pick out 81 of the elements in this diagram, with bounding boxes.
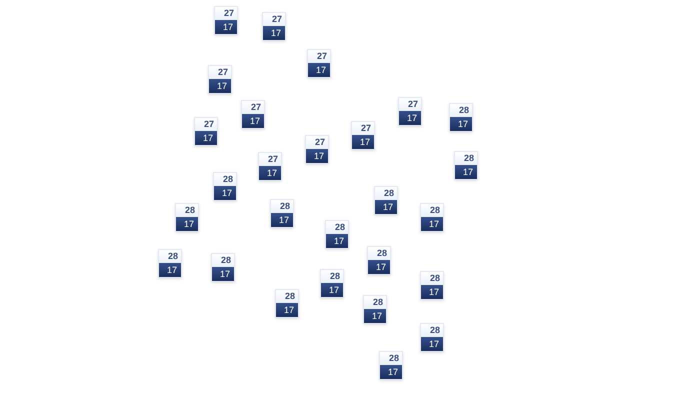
tile-number: 27: [399, 98, 421, 111]
tile-number: 28: [326, 221, 348, 234]
number-tile: [258, 152, 282, 181]
tile-number: 27: [308, 50, 330, 63]
number-tile: [420, 271, 444, 300]
tile-value: 17: [259, 166, 281, 180]
tile-value: 17: [380, 365, 402, 379]
tile-value: 17: [209, 79, 231, 93]
tile-number: 28: [450, 104, 472, 117]
tile-number: 28: [421, 324, 443, 337]
number-tile: [420, 203, 444, 232]
number-tile: [367, 246, 391, 275]
tile-value: 17: [321, 283, 343, 297]
tile-value: 17: [214, 186, 236, 200]
tile-number: 27: [242, 101, 264, 114]
tile-value: 17: [215, 20, 237, 34]
tile-number: 28: [364, 296, 386, 309]
tile-number: 27: [352, 122, 374, 135]
tile-value: 17: [326, 234, 348, 248]
tile-value: 17: [212, 267, 234, 281]
tile-value: 17: [368, 260, 390, 274]
tile-value: 17: [176, 217, 198, 231]
tile-number: 28: [421, 204, 443, 217]
number-tile: [262, 12, 286, 41]
tile-value: 17: [364, 309, 386, 323]
tile-number: 27: [195, 118, 217, 131]
tile-number: 28: [375, 187, 397, 200]
number-tile: [270, 199, 294, 228]
number-tile: [374, 186, 398, 215]
number-tile: [194, 117, 218, 146]
tile-number: 28: [212, 254, 234, 267]
tile-value: 17: [159, 263, 181, 277]
tile-number: 28: [214, 173, 236, 186]
tile-number: 28: [159, 250, 181, 263]
number-tile: [351, 121, 375, 150]
tile-value: 17: [399, 111, 421, 125]
number-tile: [420, 323, 444, 352]
tile-number: 28: [276, 290, 298, 303]
number-tile: [454, 151, 478, 180]
number-tile: [320, 269, 344, 298]
tile-number: 28: [271, 200, 293, 213]
number-tile: [241, 100, 265, 129]
tile-value: 17: [450, 117, 472, 131]
number-tile: [379, 351, 403, 380]
tile-number: 28: [421, 272, 443, 285]
tile-number: 28: [368, 247, 390, 260]
number-tile: [275, 289, 299, 318]
number-tile: [305, 135, 329, 164]
tile-value: 17: [352, 135, 374, 149]
number-tile: [211, 253, 235, 282]
tile-value: 17: [306, 149, 328, 163]
tile-value: 17: [242, 114, 264, 128]
number-tile: [213, 172, 237, 201]
tile-value: 17: [455, 165, 477, 179]
number-tile: [363, 295, 387, 324]
tile-number: 28: [176, 204, 198, 217]
number-tile: [449, 103, 473, 132]
tile-value: 17: [421, 217, 443, 231]
tile-number: 27: [263, 13, 285, 26]
tile-value: 17: [308, 63, 330, 77]
tile-value: 17: [195, 131, 217, 145]
tile-number: 27: [259, 153, 281, 166]
tile-number: 27: [215, 7, 237, 20]
tile-number: 27: [209, 66, 231, 79]
tile-number: 27: [306, 136, 328, 149]
tile-value: 17: [421, 285, 443, 299]
number-tile: [158, 249, 182, 278]
tile-value: 17: [375, 200, 397, 214]
tile-number: 28: [380, 352, 402, 365]
tile-value: 17: [271, 213, 293, 227]
number-tile: [208, 65, 232, 94]
tile-number: 28: [321, 270, 343, 283]
number-tile: [175, 203, 199, 232]
number-tile: [398, 97, 422, 126]
tile-value: 17: [276, 303, 298, 317]
number-tile: [325, 220, 349, 249]
tile-value: 17: [263, 26, 285, 40]
number-tile: [307, 49, 331, 78]
tile-number: 28: [455, 152, 477, 165]
number-tile: [214, 6, 238, 35]
tile-value: 17: [421, 337, 443, 351]
